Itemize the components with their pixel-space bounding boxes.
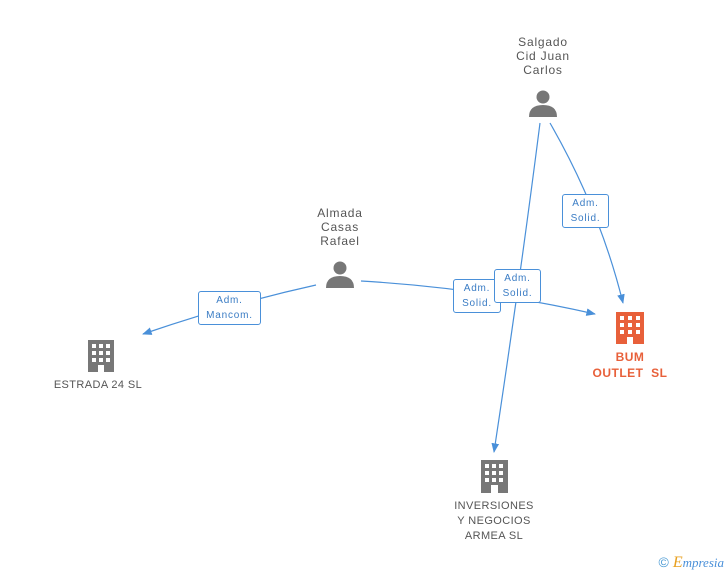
brand-footer: ©Empresia	[658, 554, 724, 572]
node-label-line: Y NEGOCIOS	[457, 515, 531, 527]
edge-label-line: Solid.	[570, 213, 601, 224]
edge-label-line: Solid.	[462, 298, 492, 309]
node-label-line: OUTLET SL	[592, 366, 668, 380]
copyright-symbol: ©	[658, 554, 669, 570]
building-icon	[481, 460, 508, 493]
building-icon	[88, 340, 114, 372]
edge-label-line: Adm.	[504, 273, 531, 284]
person-icon	[529, 90, 557, 117]
node-label-line: INVERSIONES	[454, 500, 534, 512]
node-label-line: BUM	[615, 350, 645, 364]
edge-label-salgado-bum[interactable]: Adm. Solid.	[562, 194, 609, 228]
brand-initial: E	[672, 554, 683, 571]
edge-label-line: Adm.	[572, 198, 599, 209]
node-label-line: Casas	[320, 220, 359, 234]
edge-label-line: Adm.	[216, 295, 243, 306]
edge-label-line: Adm.	[463, 283, 491, 294]
node-label-line: Salgado	[518, 35, 568, 49]
node-label-salgado[interactable]: Salgado Cid Juan Carlos	[493, 35, 593, 77]
node-label-line: Almada	[317, 206, 363, 220]
node-label-line: Rafael	[320, 234, 360, 248]
node-label-line: ARMEA SL	[464, 530, 524, 542]
node-label-bum[interactable]: BUM OUTLET SL	[578, 349, 682, 381]
edge-label-line: Solid.	[502, 288, 533, 299]
node-label-line: ESTRADA 24 SL	[53, 379, 143, 391]
node-label-line: Cid Juan	[516, 49, 570, 63]
brand-name: mpresia	[682, 555, 724, 570]
edge-label-line: Mancom.	[206, 310, 253, 321]
person-icon	[326, 261, 354, 288]
node-label-estrada[interactable]: ESTRADA 24 SL	[38, 378, 158, 393]
node-label-line: Carlos	[523, 63, 563, 77]
edge-label-salgado-inversiones[interactable]: Adm. Solid.	[494, 269, 541, 303]
edge-label-almada-estrada[interactable]: Adm. Mancom.	[198, 291, 261, 325]
node-label-almada[interactable]: Almada Casas Rafael	[290, 206, 390, 248]
node-label-inversiones[interactable]: INVERSIONES Y NEGOCIOS ARMEA SL	[434, 499, 554, 544]
building-icon	[616, 312, 644, 344]
